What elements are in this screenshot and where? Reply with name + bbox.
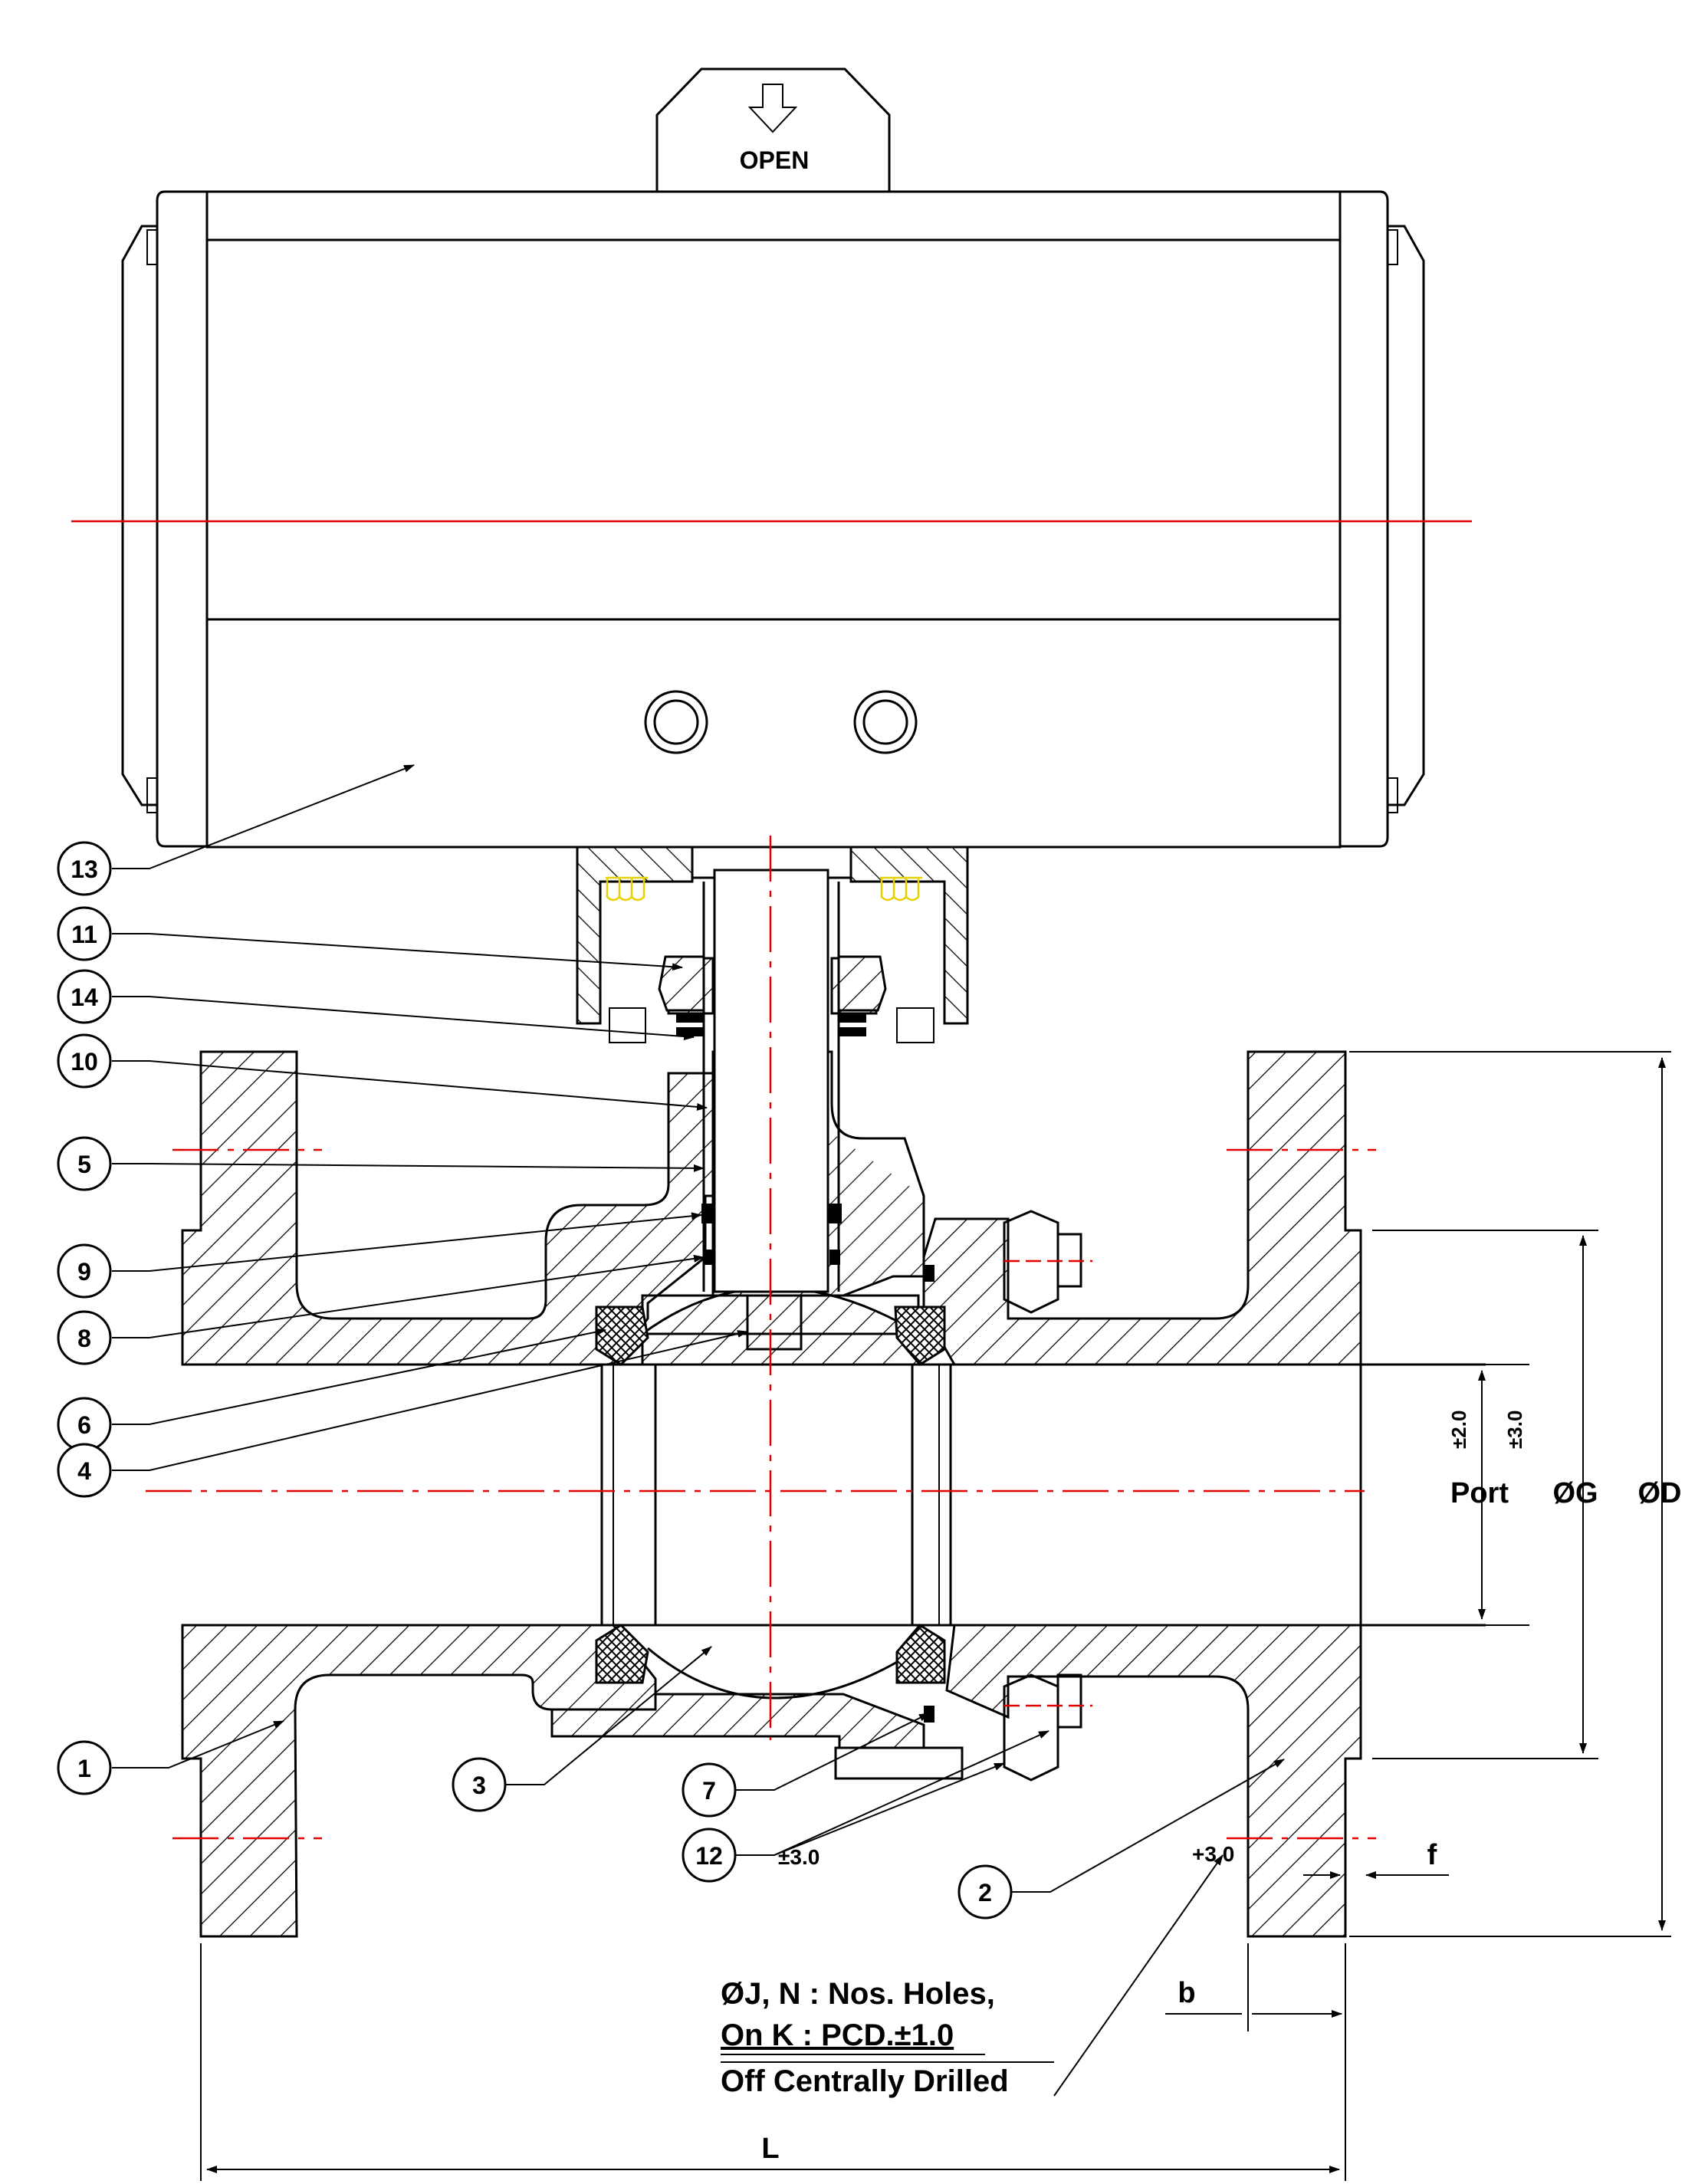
- balloon-13: 13: [57, 841, 112, 896]
- svg-text:13: 13: [71, 856, 98, 883]
- svg-text:12: 12: [695, 1842, 723, 1870]
- air-port-1: [644, 690, 708, 754]
- ball: [600, 1286, 952, 1700]
- svg-text:2: 2: [978, 1879, 992, 1906]
- seats: [595, 1305, 946, 1684]
- note-line-2: On K : PCD.±1.0: [721, 2018, 954, 2052]
- balloon-12: 12: [682, 1828, 737, 1883]
- balloon-7: 7: [682, 1762, 737, 1818]
- drilling-note: ØJ, N : Nos. Holes, On K : PCD.±1.0 Off …: [721, 1977, 1054, 2098]
- position-indicator: [655, 67, 891, 192]
- actuator-left-end-cap: [156, 190, 207, 848]
- balloon-4: 4: [57, 1443, 112, 1498]
- g-tolerance: ±3.0: [1503, 1411, 1526, 1449]
- actuator: OPEN: [71, 67, 1472, 849]
- flange-tolerance: +3.0: [1192, 1842, 1234, 1866]
- port-dimension-label: Port: [1450, 1477, 1509, 1509]
- body-bolt-top: [1003, 1210, 1092, 1314]
- svg-text:3: 3: [472, 1772, 486, 1799]
- svg-text:8: 8: [77, 1325, 91, 1352]
- svg-text:10: 10: [71, 1048, 98, 1076]
- svg-text:11: 11: [71, 921, 97, 948]
- dimension-labels: Port ØG ØD ±2.0 ±3.0 f b L ±3.0 +3.0: [761, 1411, 1681, 2165]
- svg-text:9: 9: [77, 1258, 91, 1286]
- actuator-right-end-cap: [1340, 190, 1389, 848]
- balloon-11: 11: [57, 906, 112, 961]
- svg-text:4: 4: [77, 1457, 91, 1485]
- b-dimension-label: b: [1178, 1977, 1195, 2009]
- svg-text:7: 7: [702, 1777, 716, 1805]
- balloon-2: 2: [957, 1864, 1013, 1920]
- valve-body-right-cap: [922, 1050, 1362, 1366]
- note-line-3: Off Centrally Drilled: [721, 2064, 1009, 2098]
- svg-text:6: 6: [77, 1411, 91, 1439]
- valve-body-left: [181, 1050, 741, 1366]
- open-arrow-icon: [747, 84, 798, 133]
- balloon-10: 10: [57, 1033, 112, 1089]
- l-dimension-label: L: [761, 2133, 779, 2165]
- d-dimension-label: ØD: [1638, 1477, 1682, 1509]
- balloon-5: 5: [57, 1136, 112, 1191]
- note-line-1: ØJ, N : Nos. Holes,: [721, 1977, 995, 2011]
- balloon-12-tolerance: ±3.0: [778, 1845, 820, 1869]
- balloon-6: 6: [57, 1397, 112, 1452]
- balloon-3: 3: [452, 1757, 507, 1812]
- balloon-1: 1: [57, 1740, 112, 1795]
- port-tolerance: ±2.0: [1447, 1411, 1470, 1449]
- svg-text:5: 5: [77, 1151, 91, 1178]
- f-dimension-label: f: [1427, 1839, 1437, 1871]
- balloon-9: 9: [57, 1243, 112, 1299]
- dimension-lines: [200, 1051, 1671, 2181]
- svg-text:14: 14: [71, 984, 98, 1011]
- leaders: [112, 764, 1285, 1893]
- body-bolt-bottom: [1003, 1673, 1092, 1782]
- open-indicator-label: OPEN: [740, 146, 810, 174]
- actuator-body: [205, 190, 1342, 849]
- balloon-14: 14: [57, 969, 112, 1024]
- valve-body-lower: [181, 1624, 1362, 1938]
- air-port-2: [853, 690, 918, 754]
- g-dimension-label: ØG: [1552, 1477, 1598, 1509]
- balloon-8: 8: [57, 1310, 112, 1365]
- svg-text:1: 1: [77, 1755, 91, 1782]
